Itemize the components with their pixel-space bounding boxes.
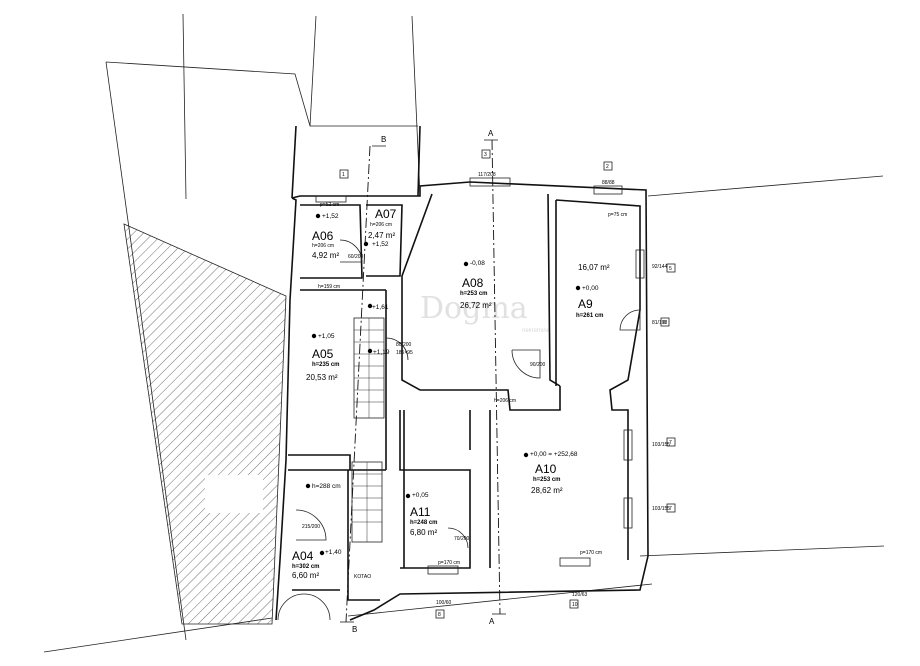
section-lines: A A B B: [340, 129, 506, 634]
section-b-bottom: B: [352, 625, 357, 634]
room-height: h=253 cm: [460, 291, 488, 297]
room-level: +0,05: [412, 492, 429, 499]
label-win-103-155b: 103/155: [652, 506, 670, 512]
room-code: A05: [312, 347, 334, 361]
room-code: A06: [312, 229, 334, 243]
room-area: 28,62 m²: [531, 486, 563, 495]
room-height: h=302 cm: [292, 564, 320, 570]
room-height: h=253 cm: [533, 477, 561, 483]
numbered-tags: 5 6 7 7 8 10 3 1 2: [339, 149, 676, 619]
room-a11: +0,05 A11 h=248 cm 6,80 m²: [410, 492, 438, 537]
label-win-88-88: 88/88: [602, 180, 615, 186]
hatched-wall-zone: [123, 223, 287, 625]
label-h159: h=159 cm: [318, 284, 340, 290]
room-code: A08: [462, 276, 484, 290]
room-area: 6,80 m²: [410, 528, 437, 537]
room-level-upper: h=288 cm: [312, 483, 341, 490]
watermark-brand: Dogma: [420, 291, 528, 326]
label-door-80-200: 80/200: [396, 342, 412, 348]
label-win-81-198: 81/198: [652, 320, 668, 326]
label-win-117-208: 117/208: [478, 172, 496, 178]
room-height: h=206 cm: [312, 243, 334, 249]
label-win-215-200: 215/200: [302, 524, 320, 530]
room-level: +0,00 = +252,68: [530, 451, 578, 458]
room-level: +1,52: [322, 213, 339, 220]
room-code: A11: [410, 505, 431, 519]
room-code: A10: [535, 462, 557, 476]
tag-2: 2: [606, 164, 609, 170]
label-level-161: +1,61: [372, 304, 389, 311]
room-a07: A07 h=206 cm 2,47 m² +1,52: [368, 207, 397, 248]
section-a-bottom: A: [489, 617, 495, 626]
label-door-90-200: 90/200: [530, 362, 546, 368]
room-area: 4,92 m²: [312, 251, 339, 260]
label-win-120-63: 120/63: [572, 592, 588, 598]
hatch-gap: [205, 475, 263, 513]
label-p170b: p=170 cm: [580, 550, 602, 556]
room-area: 20,53 m²: [306, 373, 338, 382]
label-p170a: p=170 cm: [438, 560, 460, 566]
tag-6: 6: [663, 320, 666, 326]
room-a9: 16,07 m² +0,00 A9 h=261 cm: [576, 263, 610, 319]
room-area: 26,72 m²: [460, 301, 492, 310]
label-win-103-155a: 103/155: [652, 442, 670, 448]
room-height: h=206 cm: [370, 222, 392, 228]
watermark-sub: nekretnine: [522, 328, 551, 334]
section-a-top: A: [488, 129, 494, 138]
label-door-60-200: 60/200: [348, 254, 364, 260]
windows: [315, 177, 645, 575]
room-level: +1,52: [372, 241, 389, 248]
tag-5: 5: [669, 266, 672, 272]
room-height: h=248 cm: [410, 520, 438, 526]
tag-7a: 7: [669, 440, 672, 446]
room-level: +0,00: [582, 285, 599, 292]
tag-10: 10: [572, 602, 578, 608]
tag-8: 8: [438, 612, 441, 618]
staircase: [351, 317, 385, 543]
doors: [277, 239, 641, 621]
room-level: -0,08: [470, 260, 485, 267]
room-a08: -0,08 A08 h=253 cm 26,72 m²: [460, 260, 492, 310]
room-a10: +0,00 = +252,68 A10 h=253 cm 28,62 m²: [530, 451, 578, 495]
room-area: 6,60 m²: [292, 571, 319, 580]
dimension-labels: h=159 cm h=206 cm +1,61 +1,19 p=52 cm p=…: [302, 172, 670, 606]
room-area: 16,07 m²: [578, 263, 610, 272]
label-level-119: +1,19: [373, 349, 390, 356]
room-a06: +1,52 A06 h=206 cm 4,92 m²: [312, 213, 339, 260]
tag-1: 1: [342, 172, 345, 178]
site-lines: [43, 13, 885, 653]
label-door-185-95: 185×95: [396, 350, 413, 356]
label-win-100-60: 100/60: [436, 600, 452, 606]
tag-7b: 7: [669, 506, 672, 512]
room-height: h=261 cm: [576, 313, 604, 319]
room-a04: h=288 cm A04 +1,40 h=302 cm 6,60 m²: [292, 483, 342, 580]
level-markers: [305, 213, 581, 556]
room-level: +1,05: [318, 333, 335, 340]
room-level: +1,40: [325, 549, 342, 556]
room-area: 2,47 m²: [368, 231, 395, 240]
label-win-92-144: 92/144: [652, 264, 668, 270]
room-code: A07: [375, 207, 397, 221]
watermark: Dogma nekretnine: [420, 291, 551, 334]
tag-3: 3: [484, 152, 487, 158]
room-code: A9: [578, 297, 593, 311]
room-a05: +1,05 A05 h=235 cm 20,53 m²: [306, 333, 340, 382]
label-h206: h=206 cm: [494, 398, 516, 404]
label-p75: p=75 cm: [608, 212, 627, 218]
room-height: h=235 cm: [312, 362, 340, 368]
label-p52: p=52 cm: [320, 202, 339, 208]
building-walls: [275, 125, 649, 621]
label-kotao: KOTAO: [354, 574, 371, 580]
room-code: A04: [292, 549, 314, 563]
section-b-top: B: [381, 135, 386, 144]
label-door-70-200: 70/200: [454, 536, 470, 542]
